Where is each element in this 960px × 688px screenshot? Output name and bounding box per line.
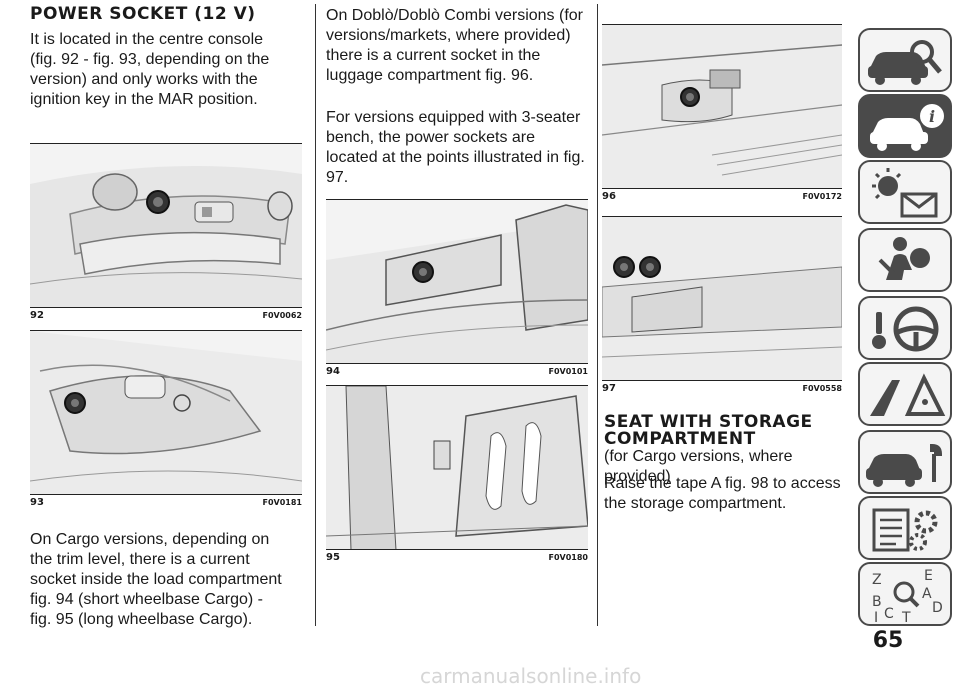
index-letter: E [924, 568, 933, 584]
tab-maintenance[interactable] [858, 430, 952, 494]
text-line: On Doblò/Doblò Combi versions (for [326, 7, 583, 24]
seat-storage-heading: SEAT WITH STORAGE COMPARTMENT [604, 414, 844, 448]
figure-94-caption: 94 F0V0101 [326, 366, 588, 380]
text-line: ignition key in the MAR position. [30, 91, 258, 108]
warning-light-envelope-icon [872, 168, 938, 218]
car-magnifier-icon [868, 40, 942, 85]
tab-index[interactable]: Z E A B C D T I [858, 562, 952, 626]
car-info-icon: i [870, 104, 944, 151]
figure-96: 96 F0V0172 [602, 24, 842, 204]
figure-94-image [326, 199, 588, 364]
text-line: located at the points illustrated in fig… [326, 149, 585, 166]
figure-97-caption: 97 F0V0558 [602, 383, 842, 397]
page-number: 65 [872, 628, 904, 653]
figure-95: 95 F0V0180 [326, 385, 588, 565]
column-divider [597, 4, 598, 626]
power-socket-intro: It is located in the centre console (fig… [30, 30, 302, 110]
figure-code: F0V0101 [548, 367, 589, 376]
column-divider [315, 4, 316, 626]
car-wrench-icon [866, 443, 943, 487]
road-warning-triangle-icon [870, 373, 946, 416]
index-letter: D [932, 600, 943, 616]
text-line: (fig. 92 - fig. 93, depending on the [30, 51, 270, 68]
document-gear-icon [872, 508, 938, 552]
tab-technical-data[interactable] [858, 496, 952, 560]
index-letter: I [874, 610, 878, 626]
tab-warning-lights[interactable] [858, 160, 952, 224]
text-line: fig. 95 (long wheelbase Cargo). [30, 611, 253, 628]
tab-car-magnifier[interactable] [858, 28, 952, 92]
text-line: fig. 94 (short wheelbase Cargo) - [30, 591, 263, 608]
figure-code: F0V0181 [262, 498, 303, 507]
figure-96-image [602, 24, 842, 189]
figure-code: F0V0172 [802, 192, 843, 201]
seat-storage-subheading: (for Cargo versions, where provided) [604, 448, 793, 485]
figure-92-caption: 92 F0V0062 [30, 310, 302, 324]
figure-95-image [326, 385, 588, 550]
doblo-socket-paragraph: On Doblò/Doblò Combi versions (for versi… [326, 6, 588, 86]
figure-96-caption: 96 F0V0172 [602, 191, 842, 205]
cargo-socket-paragraph: On Cargo versions, depending on the trim… [30, 530, 302, 630]
steering-wheel-key-icon [872, 306, 939, 352]
index-letter: T [901, 610, 911, 626]
text-line: there is a current socket in the [326, 47, 541, 64]
figure-92: 92 F0V0062 [30, 143, 302, 323]
figure-number: 93 [30, 497, 44, 508]
text-line: Raise the tape A fig. 98 to access [604, 475, 841, 492]
seater-bench-paragraph: For versions equipped with 3-seater benc… [326, 108, 588, 188]
figure-93-image [30, 330, 302, 495]
svg-text:i: i [929, 107, 935, 126]
figure-93-caption: 93 F0V0181 [30, 497, 302, 511]
figure-92-image [30, 143, 302, 308]
text-line: the trim level, there is a current [30, 551, 250, 568]
text-line: versions/markets, where provided) [326, 27, 571, 44]
power-socket-heading: POWER SOCKET (12 V) [30, 4, 256, 24]
text-line: version) and only works with the [30, 71, 258, 88]
text-line: socket inside the load compartment [30, 571, 282, 588]
text-line: bench, the power sockets are [326, 129, 536, 146]
figure-code: F0V0062 [262, 311, 303, 320]
text-line: the storage compartment. [604, 495, 787, 512]
heading-line: SEAT WITH STORAGE [604, 412, 813, 432]
watermark: carmanualsonline.info [420, 664, 642, 688]
figure-number: 94 [326, 366, 340, 377]
figure-number: 95 [326, 552, 340, 563]
figure-code: F0V0180 [548, 553, 589, 562]
heading-line: COMPARTMENT [604, 429, 756, 449]
text-line: 97. [326, 169, 349, 186]
figure-93: 93 F0V0181 [30, 330, 302, 510]
tab-car-info[interactable]: i [858, 94, 952, 158]
tab-safety[interactable] [858, 228, 952, 292]
figure-97: 97 F0V0558 [602, 216, 842, 396]
tab-emergency[interactable] [858, 362, 952, 426]
figure-number: 97 [602, 383, 616, 394]
index-letter: B [872, 594, 882, 610]
airbag-person-icon [878, 237, 930, 280]
tab-starting-driving[interactable] [858, 296, 952, 360]
index-letter: A [922, 586, 932, 602]
figure-code: F0V0558 [802, 384, 843, 393]
alphabet-index-icon: Z E A B C D T I [872, 568, 943, 626]
figure-97-image [602, 216, 842, 381]
figure-number: 96 [602, 191, 616, 202]
figure-number: 92 [30, 310, 44, 321]
index-letter: Z [872, 572, 882, 588]
text-line: luggage compartment fig. 96. [326, 67, 534, 84]
text-line: On Cargo versions, depending on [30, 531, 270, 548]
seat-storage-paragraph: Raise the tape A fig. 98 to access the s… [604, 474, 844, 514]
figure-94: 94 F0V0101 [326, 199, 588, 379]
figure-95-caption: 95 F0V0180 [326, 552, 588, 566]
index-letter: C [884, 606, 894, 622]
text-line: It is located in the centre console [30, 31, 264, 48]
text-line: For versions equipped with 3-seater [326, 109, 581, 126]
